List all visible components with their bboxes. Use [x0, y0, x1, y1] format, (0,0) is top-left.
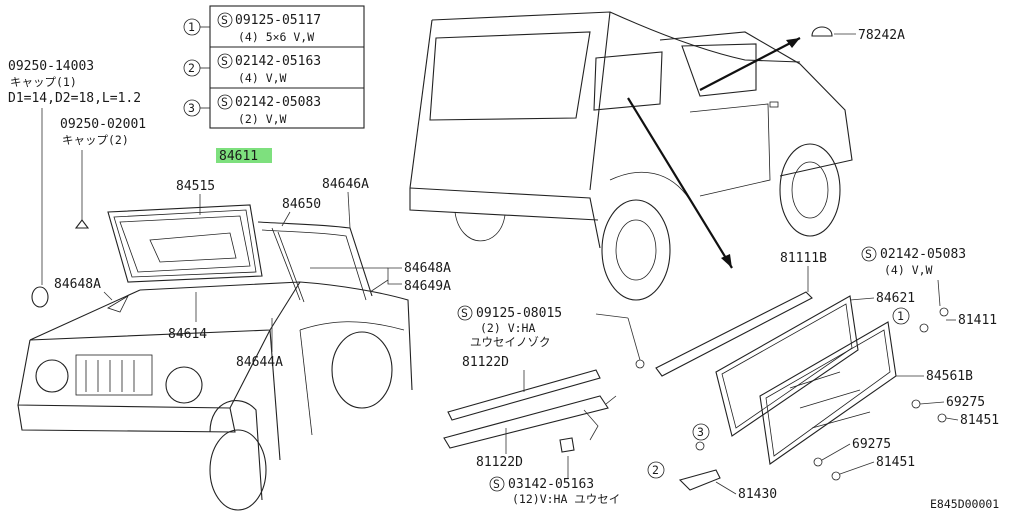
ref-number-3: 3 — [697, 425, 704, 439]
s-mark-right: S — [865, 247, 872, 261]
ref-number-2-circle — [647, 461, 665, 479]
callout-s-mid-note: ユウセイノゾク — [470, 335, 551, 349]
arrow-to-78242A — [699, 37, 801, 91]
callout-cap2-part: 09250-02001 — [60, 117, 146, 132]
callout-84646A: 84646A — [322, 177, 369, 192]
callout-81122D-top: 81122D — [462, 355, 509, 370]
callout-84515: 84515 — [176, 179, 215, 194]
legend-row-2-part: 02142-05163 — [235, 54, 321, 69]
legend-row-2-mark: S — [221, 54, 228, 68]
legend-row-2-number: 2 — [188, 61, 195, 75]
legend-row-1-number: 1 — [188, 20, 195, 34]
s-mark-icon — [457, 305, 473, 321]
ref-number-2: 2 — [652, 463, 659, 477]
callout-81451-b: 81451 — [876, 455, 915, 470]
callout-s-bottom-part: 03142-05163 — [508, 477, 594, 492]
s-mark-icon — [217, 53, 233, 69]
legend-row-1-part: 09125-05117 — [235, 13, 321, 28]
jeep-rear-drawing — [409, 11, 853, 301]
callout-81430: 81430 — [738, 487, 777, 502]
arrow-to-rear-window — [627, 97, 733, 269]
jeep-front-drawing — [17, 204, 413, 511]
callout-84644A: 84644A — [236, 355, 283, 370]
plug-78242A-icon — [811, 26, 833, 37]
callout-69275-b: 69275 — [852, 437, 891, 452]
ref-number-1: 1 — [897, 309, 904, 323]
arrow-head-icon — [786, 38, 800, 48]
callout-s-right-spec: (4) V,W — [884, 263, 933, 277]
legend-row-2-spec: (4) V,W — [238, 71, 287, 85]
legend-row-1-mark: S — [221, 13, 228, 27]
callout-cap1-part: 09250-14003 — [8, 59, 94, 74]
legend-row-3-part: 02142-05083 — [235, 95, 321, 110]
callout-cap1-name: キャップ(1) — [10, 75, 77, 89]
callout-84649A: 84649A — [404, 279, 451, 294]
diagram-code: E845D00001 — [930, 497, 999, 511]
callout-84561B: 84561B — [926, 369, 973, 384]
callout-84650: 84650 — [282, 197, 321, 212]
callout-84614: 84614 — [168, 327, 207, 342]
callout-78242A: 78242A — [858, 28, 905, 43]
callout-s-right-part: 02142-05083 — [880, 247, 966, 262]
s-mark-icon — [217, 94, 233, 110]
cap-2-part-icon — [74, 219, 90, 229]
highlight-84611 — [216, 148, 272, 163]
callout-s-mid-part: 09125-08015 — [476, 306, 562, 321]
s-mark-icon — [489, 476, 505, 492]
callout-81451-a: 81451 — [960, 413, 999, 428]
ref-number-3-circle — [692, 423, 710, 441]
legend-row-1-spec: (4) 5×6 V,W — [238, 30, 314, 44]
legend-row-3-mark: S — [221, 95, 228, 109]
callout-s-mid-spec: (2) V:HA — [480, 321, 535, 335]
legend-row-3-spec: (2) V,W — [238, 112, 287, 126]
callout-84648A-left: 84648A — [54, 277, 101, 292]
legend-row-3-number: 3 — [188, 101, 195, 115]
ref-number-1-circle — [892, 307, 910, 325]
legend-table: 1 S 09125-05117 (4) 5×6 V,W 2 S 02142-05… — [183, 5, 365, 129]
s-mark-bottom: S — [493, 477, 500, 491]
callout-84611: 84611 — [219, 149, 258, 164]
s-mark-icon — [861, 246, 877, 262]
callout-81111B: 81111B — [780, 251, 827, 266]
callout-cap2-name: キャップ(2) — [62, 133, 129, 147]
arrow-head-icon — [721, 254, 732, 268]
callout-81411: 81411 — [958, 313, 997, 328]
callout-84621: 84621 — [876, 291, 915, 306]
s-mark-icon — [217, 12, 233, 28]
callout-81122D-bottom: 81122D — [476, 455, 523, 470]
callout-84648A-right: 84648A — [404, 261, 451, 276]
cap-1-part-icon — [31, 286, 49, 308]
callout-s-bottom-spec: (12)V:HA ユウセイ — [512, 492, 620, 506]
callout-69275-a: 69275 — [946, 395, 985, 410]
s-mark-mid: S — [461, 306, 468, 320]
brace-rods-drawing — [443, 369, 617, 453]
callout-cap1-dims: D1=14,D2=18,L=1.2 — [8, 91, 141, 106]
